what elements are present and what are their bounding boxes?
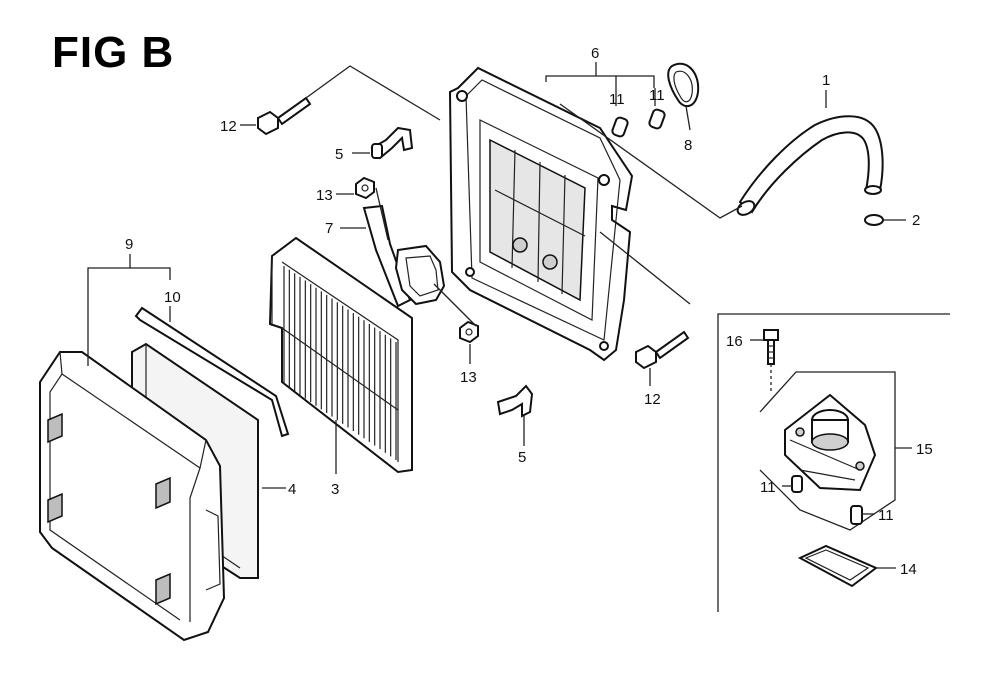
callout-10: 10 [164,289,181,306]
part-6-air-cleaner-case [448,66,634,362]
callout-5-lower: 5 [518,449,526,466]
callout-5-upper: 5 [335,146,343,163]
part-1-breather-tube [736,115,884,216]
callout-3: 3 [331,481,339,498]
callout-15: 15 [916,441,933,458]
part-5-clamp-lower [496,384,534,418]
inset-frame [717,313,950,612]
callout-14: 14 [900,561,917,578]
callout-11-upper-right: 11 [649,87,665,104]
callout-11-inset-left: 11 [760,479,776,496]
callout-4: 4 [288,481,296,498]
part-12-bolt-lower [635,330,690,370]
part-13-nut-lower [459,320,479,344]
callout-7: 7 [325,220,333,237]
figure-title: FIG B [52,28,175,77]
callout-16: 16 [726,333,743,350]
part-16-bolt [763,329,779,392]
callout-8: 8 [684,137,692,154]
part-14-gasket [797,544,878,588]
callout-numbers: 1 2 3 4 5 5 6 7 8 9 10 11 11 11 11 12 12… [125,45,933,578]
part-7-breather-chamber [362,204,446,308]
callout-11-upper-left: 11 [609,91,625,108]
callout-6: 6 [591,45,599,62]
callout-13-lower: 13 [460,369,477,386]
leader-lines [87,62,912,569]
part-11-grommet-upper [611,108,666,138]
part-13-nut-upper [355,176,375,200]
part-15-breather-housing [759,371,896,531]
callout-12-upper: 12 [220,118,237,135]
callout-2: 2 [912,212,920,229]
part-2-clip [864,214,906,226]
part-11-grommet-inset [791,475,863,525]
callout-13-upper: 13 [316,187,333,204]
part-8-seal-ring [667,62,700,108]
callout-12-lower: 12 [644,391,661,408]
part-12-bolt-upper [257,96,312,136]
callout-9: 9 [125,236,133,253]
callout-1: 1 [822,72,830,89]
callout-11-inset-right: 11 [878,507,894,524]
part-10-seal-wire [134,306,290,438]
part-9-cover [39,351,226,642]
part-3-air-filter-element [268,236,413,474]
part-5-clamp-upper [370,126,414,160]
